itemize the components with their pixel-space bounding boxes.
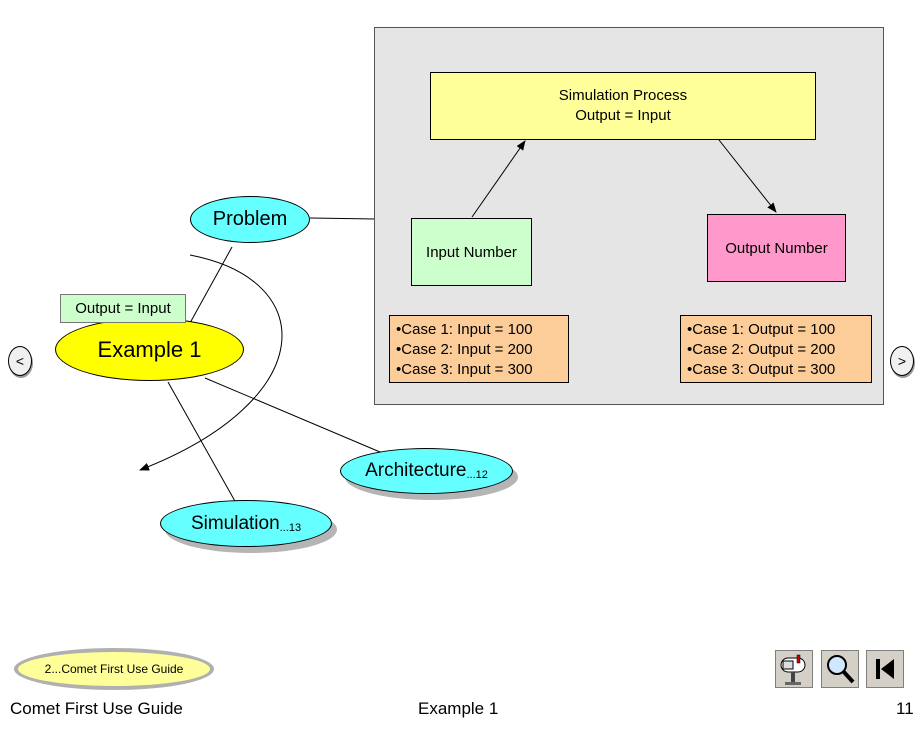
problem-node[interactable]: Problem — [190, 196, 310, 243]
mailbox-icon — [780, 654, 806, 685]
output-input-note: Output = Input — [60, 294, 186, 323]
first-page-button[interactable] — [866, 650, 904, 688]
process-formula: Output = Input — [575, 107, 671, 124]
problem-label: Problem — [212, 208, 288, 230]
input-number-label: Input Number — [426, 243, 517, 261]
input-cases-list: Case 1: Input = 100 Case 2: Input = 200 … — [389, 315, 569, 383]
line-example-architecture — [204, 377, 381, 453]
example-label: Example 1 — [97, 336, 202, 362]
line-example-simulation — [167, 381, 237, 504]
guide-link[interactable]: 2...Comet First Use Guide — [14, 648, 214, 690]
next-label: > — [897, 353, 907, 369]
output-number-box: Output Number — [707, 214, 846, 282]
arrow-process-to-output — [718, 139, 777, 213]
output-number-label: Output Number — [725, 239, 828, 257]
next-page-button[interactable]: > — [890, 346, 914, 376]
footer-page-number: 11 — [896, 699, 914, 718]
list-item: Case 3: Input = 300 — [396, 360, 562, 380]
list-item: Case 1: Input = 100 — [396, 320, 562, 340]
footer-guide-title: Comet First Use Guide — [10, 699, 183, 718]
architecture-node[interactable]: Architecture ...12 — [340, 448, 513, 494]
prev-page-button[interactable]: < — [8, 346, 32, 376]
curved-arrow — [139, 254, 283, 471]
output-cases-list: Case 1: Output = 100 Case 2: Output = 20… — [680, 315, 872, 383]
simulation-process-box: Simulation Process Output = Input — [430, 72, 816, 140]
prev-label: < — [15, 353, 25, 369]
line-problem-panel — [309, 217, 376, 220]
magnifier-icon — [827, 655, 855, 684]
simulation-node[interactable]: Simulation ...13 — [160, 500, 332, 547]
list-item: Case 3: Output = 300 — [687, 360, 865, 380]
line-problem-example — [189, 246, 233, 324]
process-title: Simulation Process — [558, 87, 688, 104]
architecture-ref: ...12 — [466, 469, 488, 481]
search-button[interactable] — [821, 650, 859, 688]
skip-to-start-icon — [876, 659, 894, 679]
list-item: Case 1: Output = 100 — [687, 320, 865, 340]
arrow-input-to-process — [471, 140, 526, 218]
guide-link-label: 2...Comet First Use Guide — [44, 662, 184, 676]
simulation-ref: ...13 — [279, 521, 302, 534]
output-input-label: Output = Input — [75, 300, 171, 317]
list-item: Case 2: Input = 200 — [396, 340, 562, 360]
example-node[interactable]: Example 1 — [55, 318, 244, 381]
input-number-box: Input Number — [411, 218, 532, 286]
simulation-label: Simulation — [190, 512, 280, 534]
footer-page-title: Example 1 — [418, 699, 499, 718]
architecture-label: Architecture — [365, 460, 467, 481]
mail-button[interactable] — [775, 650, 813, 688]
list-item: Case 2: Output = 200 — [687, 340, 865, 360]
